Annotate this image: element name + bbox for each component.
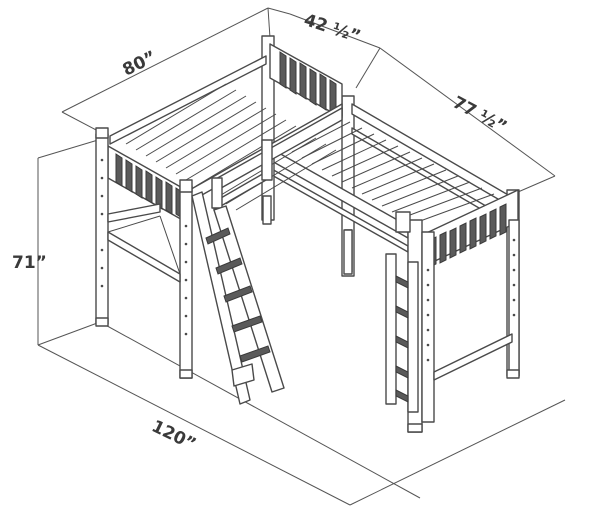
dimension-lines xyxy=(37,7,566,506)
dimension-length-left: 80” xyxy=(120,47,160,80)
post-feet xyxy=(95,317,520,433)
right-loft-bed xyxy=(269,95,520,433)
left-bed-near-post xyxy=(179,185,193,379)
dimension-length-right: 77 ½” xyxy=(449,93,510,138)
left-loft-bed xyxy=(95,35,353,379)
right-ladder-rail-left xyxy=(385,253,397,405)
right-ladder-rungs xyxy=(395,275,409,403)
left-ladder-rail-right xyxy=(213,205,285,393)
dimension-width-top: 42 ½” xyxy=(301,10,363,47)
right-ladder-rail-right xyxy=(407,261,419,413)
right-bed-slats xyxy=(291,121,495,225)
left-bed-front-post xyxy=(95,133,109,325)
dimension-height: 71” xyxy=(12,253,47,273)
left-bed-post-holes xyxy=(100,158,188,336)
left-ladder xyxy=(191,191,285,405)
left-ladder-rungs xyxy=(205,227,271,363)
right-bed-post-holes xyxy=(426,238,516,362)
left-bed-back-panel-slats xyxy=(279,51,337,115)
dimension-overall-length: 120” xyxy=(148,416,199,454)
right-ladder xyxy=(385,253,419,413)
left-ladder-rail-left xyxy=(191,191,251,405)
